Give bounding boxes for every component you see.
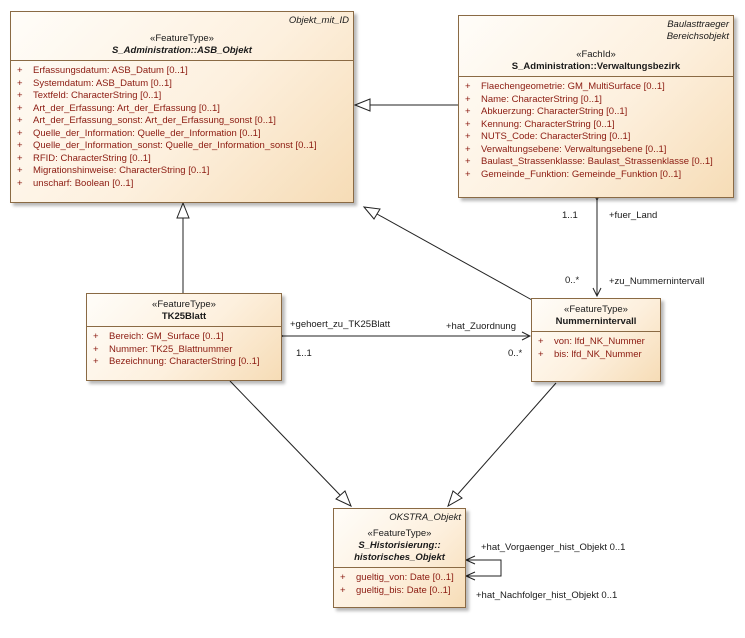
class-verwaltungsbezirk[interactable]: Baulasttraeger Bereichsobjekt «FachId» S… <box>458 15 734 198</box>
class-header: Objekt_mit_ID «FeatureType» S_Administra… <box>11 12 353 61</box>
attribute: Gemeinde_Funktion: Gemeinde_Funktion [0.… <box>463 169 729 182</box>
attribute-list: Bereich: GM_Surface [0..1] Nummer: TK25_… <box>87 327 281 371</box>
role-hat-zuordnung: +hat_Zuordnung <box>446 321 516 332</box>
attribute: Quelle_der_Information_sonst: Quelle_der… <box>15 140 349 153</box>
generalization-nummernintervall <box>376 213 533 301</box>
class-historisches-objekt[interactable]: OKSTRA_Objekt «FeatureType» S_Historisie… <box>333 508 466 608</box>
class-name: TK25Blatt <box>161 311 207 322</box>
self-association-loop <box>466 559 502 577</box>
class-header: Baulasttraeger Bereichsobjekt «FachId» S… <box>459 16 733 77</box>
multiplicity-hat-zuordnung: 0..* <box>508 348 523 359</box>
attribute: Bezeichnung: CharacterString [0..1] <box>91 356 277 369</box>
role-gehoert-zu-tk25blatt: +gehoert_zu_TK25Blatt <box>290 319 391 330</box>
class-header: OKSTRA_Objekt «FeatureType» S_Historisie… <box>334 509 465 568</box>
attribute: Verwaltungsebene: Verwaltungsebene [0..1… <box>463 144 729 157</box>
class-name: Nummernintervall <box>555 316 637 327</box>
stereotype-label: «FeatureType» <box>152 299 216 310</box>
attribute: von: lfd_NK_Nummer <box>536 336 656 349</box>
self-association-arrow-top <box>464 555 476 565</box>
attribute: Migrationshinweise: CharacterString [0..… <box>15 165 349 178</box>
class-tag: Objekt_mit_ID <box>288 15 349 26</box>
attribute-list: Erfassungsdatum: ASB_Datum [0..1] System… <box>11 61 353 192</box>
generalization-nummer-to-hist <box>457 382 557 495</box>
attribute: Kennung: CharacterString [0..1] <box>463 119 729 132</box>
attribute: Abkuerzung: CharacterString [0..1] <box>463 106 729 119</box>
multiplicity-gehoert-zu-tk25blatt: 1..1 <box>296 348 312 359</box>
attribute: NUTS_Code: CharacterString [0..1] <box>463 131 729 144</box>
generalization-arrowhead-nummernintervall <box>362 206 381 220</box>
stereotype-label: «FeatureType» <box>367 528 432 539</box>
class-tag: Bereichsobjekt <box>666 31 729 42</box>
attribute: gueltig_bis: Date [0..1] <box>338 585 461 598</box>
attribute: bis: lfd_NK_Nummer <box>536 349 656 362</box>
role-hat-vorgaenger: +hat_Vorgaenger_hist_Objekt 0..1 <box>481 542 626 553</box>
class-header: «FeatureType» TK25Blatt <box>87 294 281 327</box>
attribute: Baulast_Strassenklasse: Baulast_Strassen… <box>463 156 729 169</box>
generalization-tk25-to-hist <box>229 380 341 496</box>
attribute-list: von: lfd_NK_Nummer bis: lfd_NK_Nummer <box>532 332 660 363</box>
stereotype-label: «FeatureType» <box>150 33 214 44</box>
stereotype-label: «FachId» <box>576 49 616 60</box>
generalization-arrowhead-nummer-to-hist <box>447 490 463 508</box>
attribute: Textfeld: CharacterString [0..1] <box>15 90 349 103</box>
class-name-line-1: S_Historisierung:: <box>358 540 441 551</box>
class-tag: OKSTRA_Objekt <box>389 512 461 523</box>
attribute-list: Flaechengeometrie: GM_MultiSurface [0..1… <box>459 77 733 183</box>
attribute: Flaechengeometrie: GM_MultiSurface [0..1… <box>463 81 729 94</box>
stereotype-label: «FeatureType» <box>564 304 628 315</box>
class-tk25blatt[interactable]: «FeatureType» TK25Blatt Bereich: GM_Surf… <box>86 293 282 381</box>
class-name: S_Administration::Verwaltungsbezirk <box>511 61 681 72</box>
attribute-list: gueltig_von: Date [0..1] gueltig_bis: Da… <box>334 568 465 599</box>
attribute: Art_der_Erfassung_sonst: Art_der_Erfassu… <box>15 115 349 128</box>
role-hat-nachfolger: +hat_Nachfolger_hist_Objekt 0..1 <box>476 590 618 601</box>
generalization-arrowhead-tk25blatt <box>176 201 190 219</box>
attribute: Bereich: GM_Surface [0..1] <box>91 331 277 344</box>
attribute: unscharf: Boolean [0..1] <box>15 178 349 191</box>
class-nummernintervall[interactable]: «FeatureType» Nummernintervall von: lfd_… <box>531 298 661 382</box>
class-name-line-2: historisches_Objekt <box>354 552 445 563</box>
class-name: S_Administration::ASB_Objekt <box>112 45 252 56</box>
attribute: Quelle_der_Information: Quelle_der_Infor… <box>15 128 349 141</box>
role-fuer-land: +fuer_Land <box>609 210 658 221</box>
attribute: Name: CharacterString [0..1] <box>463 94 729 107</box>
attribute: Art_der_Erfassung: Art_der_Erfassung [0.… <box>15 103 349 116</box>
generalization-arrowhead-verwaltungsbezirk <box>353 98 371 112</box>
attribute: Systemdatum: ASB_Datum [0..1] <box>15 78 349 91</box>
multiplicity-fuer-land: 1..1 <box>562 210 578 221</box>
attribute: Erfassungsdatum: ASB_Datum [0..1] <box>15 65 349 78</box>
class-header: «FeatureType» Nummernintervall <box>532 299 660 332</box>
role-zu-nummernintervall: +zu_Nummernintervall <box>609 276 705 287</box>
attribute: RFID: CharacterString [0..1] <box>15 153 349 166</box>
class-asb-objekt[interactable]: Objekt_mit_ID «FeatureType» S_Administra… <box>10 11 354 203</box>
attribute: gueltig_von: Date [0..1] <box>338 572 461 585</box>
attribute: Nummer: TK25_Blattnummer <box>91 344 277 357</box>
self-association-arrow-bottom <box>464 571 476 581</box>
multiplicity-zu-nummernintervall: 0..* <box>565 275 580 286</box>
generalization-arrowhead-tk25-to-hist <box>335 490 352 507</box>
class-tag: Baulasttraeger <box>667 19 729 30</box>
